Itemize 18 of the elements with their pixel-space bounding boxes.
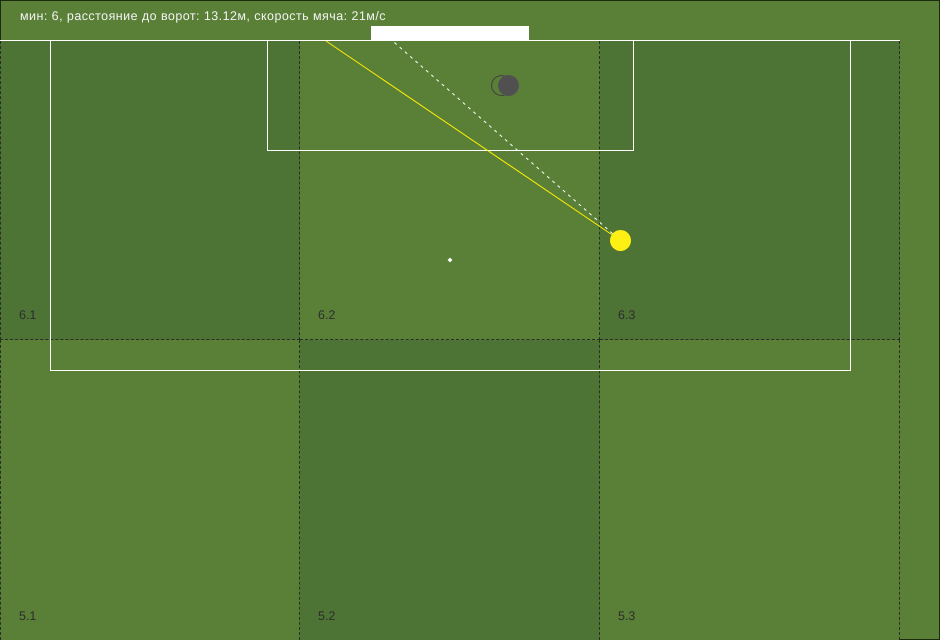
player-marker-icon (491, 75, 519, 96)
zone-label: 5.2 (318, 609, 336, 624)
zone-label: 6.2 (318, 308, 336, 323)
pitch-zone (0, 41, 300, 340)
pitch-zone (600, 41, 900, 340)
goal-bar (371, 26, 529, 40)
dashed-line (391, 40, 614, 234)
pitch-zone (300, 41, 600, 340)
pitch-zone (600, 340, 900, 640)
zone-label: 5.3 (618, 609, 636, 624)
match-stats-text: мин: 6, расстояние до ворот: 13.12м, скорость мяча: 21м/с (20, 9, 386, 24)
zone-label: 6.3 (618, 308, 636, 323)
pitch-zone (0, 340, 300, 640)
goal-line (0, 40, 900, 41)
zone-label: 5.1 (19, 609, 36, 624)
ball-icon (610, 230, 631, 251)
zone-label: 6.1 (19, 308, 36, 323)
pitch-zone (300, 340, 600, 640)
